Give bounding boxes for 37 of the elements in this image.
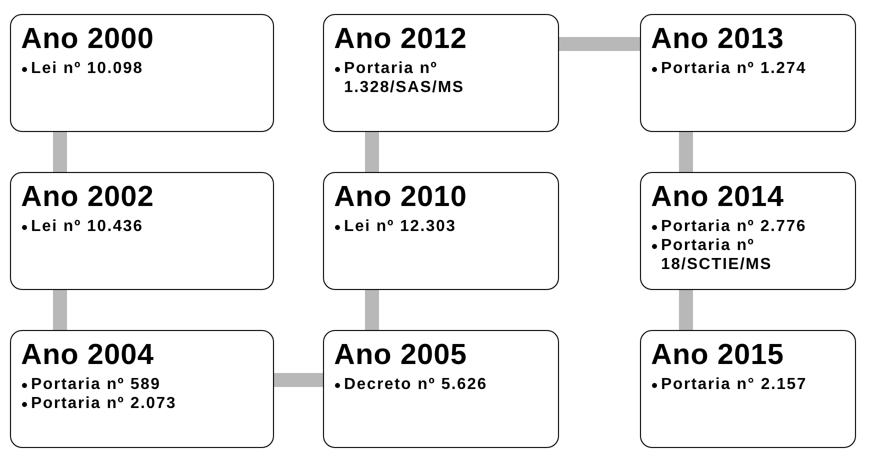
year-box <box>323 330 559 448</box>
year-box <box>640 330 856 448</box>
year-box <box>10 172 274 290</box>
law-item: Lei nº 10.098 <box>31 59 144 78</box>
year-heading: Ano 2014 <box>651 181 785 213</box>
connector-bar <box>679 290 693 330</box>
year-box <box>640 14 856 132</box>
connector-bar <box>679 132 693 172</box>
year-heading: Ano 2005 <box>334 339 468 371</box>
connector-bar <box>274 373 323 387</box>
year-heading: Ano 2000 <box>21 23 155 55</box>
connector-bar <box>53 132 67 172</box>
year-box <box>323 14 559 132</box>
year-box <box>640 172 856 290</box>
year-box <box>10 330 274 448</box>
law-item: Lei nº 10.436 <box>31 217 144 236</box>
connector-bar <box>365 132 379 172</box>
law-item: Portaria n° 2.157 <box>661 375 807 394</box>
year-heading: Ano 2004 <box>21 339 155 371</box>
year-heading: Ano 2010 <box>334 181 468 213</box>
law-item: Portaria nº 2.073 <box>31 394 176 413</box>
year-heading: Ano 2012 <box>334 23 468 55</box>
law-item: Portaria nº 589 <box>31 375 161 394</box>
connector-bar <box>559 37 640 51</box>
law-item: Lei nº 12.303 <box>344 217 456 236</box>
law-item: Decreto nº 5.626 <box>344 375 488 394</box>
law-item: Portaria nº 18/SCTIE/MS <box>661 236 774 274</box>
connector-bar <box>365 290 379 330</box>
law-item: Portaria nº 1.274 <box>661 59 806 78</box>
law-item: Portaria nº 2.776 <box>661 217 806 236</box>
year-heading: Ano 2015 <box>651 339 785 371</box>
connector-bar <box>53 290 67 330</box>
year-heading: Ano 2013 <box>651 23 785 55</box>
year-box <box>323 172 559 290</box>
year-heading: Ano 2002 <box>21 181 155 213</box>
year-box <box>10 14 274 132</box>
law-item: Portaria nº 1.328/SAS/MS <box>344 59 466 97</box>
